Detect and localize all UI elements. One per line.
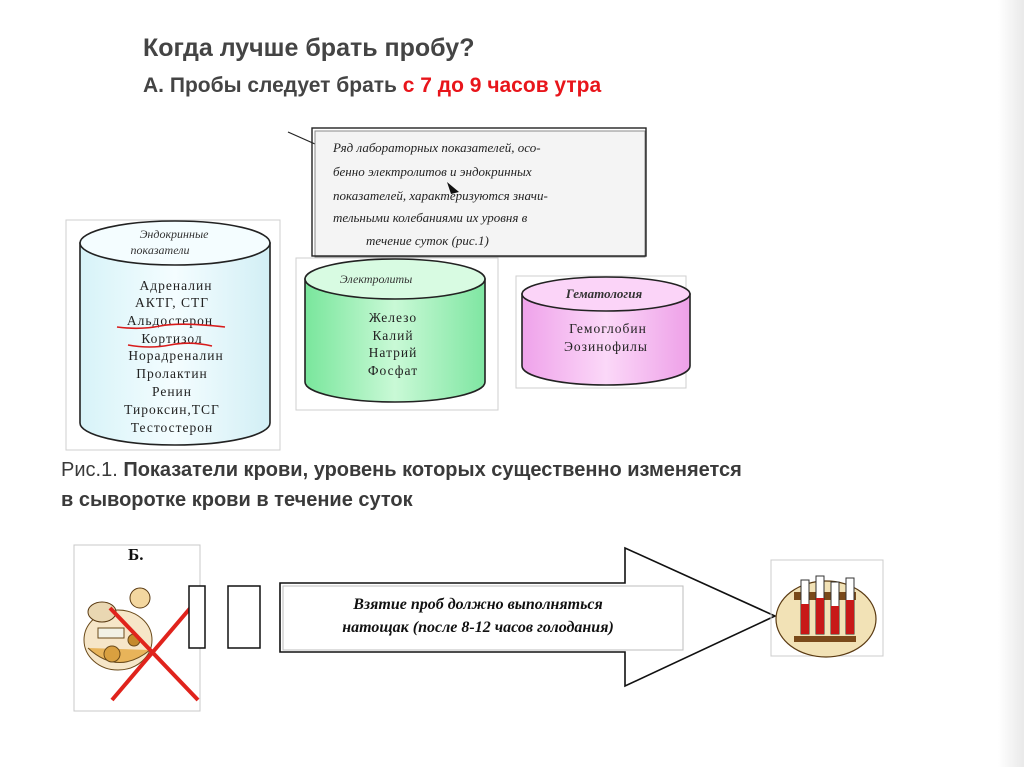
note-line-5: течение суток (рис.1) xyxy=(366,233,489,248)
electrolytes-item: Калий xyxy=(372,328,413,343)
section-b: Б. Взятие проб должно выполняться натоща… xyxy=(74,545,883,711)
arrow-text-line-1: Взятие проб должно выполняться xyxy=(352,596,603,613)
hematology-item: Гемоглобин xyxy=(569,321,647,336)
electrolytes-item: Натрий xyxy=(369,345,418,360)
food-icon xyxy=(84,588,152,670)
test-tubes-icon xyxy=(771,560,883,657)
note-line-3: показателей, характеризуются значи- xyxy=(333,188,548,203)
section-b-label: Б. xyxy=(128,545,144,564)
figure-caption: Рис.1. Показатели крови, уровень которых… xyxy=(61,455,961,515)
caption-line-1: Показатели крови, уровень которых сущест… xyxy=(123,459,742,481)
hematology-title: Гематология xyxy=(565,286,643,301)
process-arrow xyxy=(280,548,775,686)
cylinder-hematology: Гематология Гемоглобин Эозинофилы xyxy=(516,276,690,388)
cylinder-endocrine: Эндокринные показатели Адреналин АКТГ, С… xyxy=(66,220,280,450)
arrow-text-line-2: натощак (после 8-12 часов голодания) xyxy=(342,619,614,636)
endocrine-item: Тестостерон xyxy=(131,420,213,435)
step-box-medium xyxy=(228,586,260,648)
note-box: Ряд лабораторных показателей, осо- бенно… xyxy=(312,128,646,257)
endocrine-item: АКТГ, СТГ xyxy=(135,295,209,310)
hematology-item: Эозинофилы xyxy=(564,339,648,354)
endocrine-item: Адреналин xyxy=(140,278,213,293)
electrolytes-item: Фосфат xyxy=(368,363,418,378)
cylinder-electrolytes: Электролиты Железо Калий Натрий Фосфат xyxy=(296,258,498,410)
note-line-1: Ряд лабораторных показателей, осо- xyxy=(332,140,541,155)
endocrine-item: Тироксин,ТСГ xyxy=(124,402,220,417)
note-line-4: тельными колебаниями их уровня в xyxy=(333,210,528,225)
step-box-small xyxy=(189,586,205,648)
endocrine-item: Пролактин xyxy=(136,366,208,381)
electrolytes-item: Железо xyxy=(369,310,417,325)
endocrine-item: Альдостерон xyxy=(127,313,213,328)
endocrine-item: Ренин xyxy=(152,384,192,399)
endocrine-title-2: показатели xyxy=(131,243,190,257)
caption-line-2: в сыворотке крови в течение суток xyxy=(61,489,413,511)
endocrine-item: Норадреналин xyxy=(128,348,223,363)
endocrine-title-1: Эндокринные xyxy=(140,227,210,241)
electrolytes-title: Электролиты xyxy=(340,272,412,286)
note-line-2: бенно электролитов и эндокринных xyxy=(333,164,532,179)
caption-prefix: Рис.1. xyxy=(61,459,118,481)
